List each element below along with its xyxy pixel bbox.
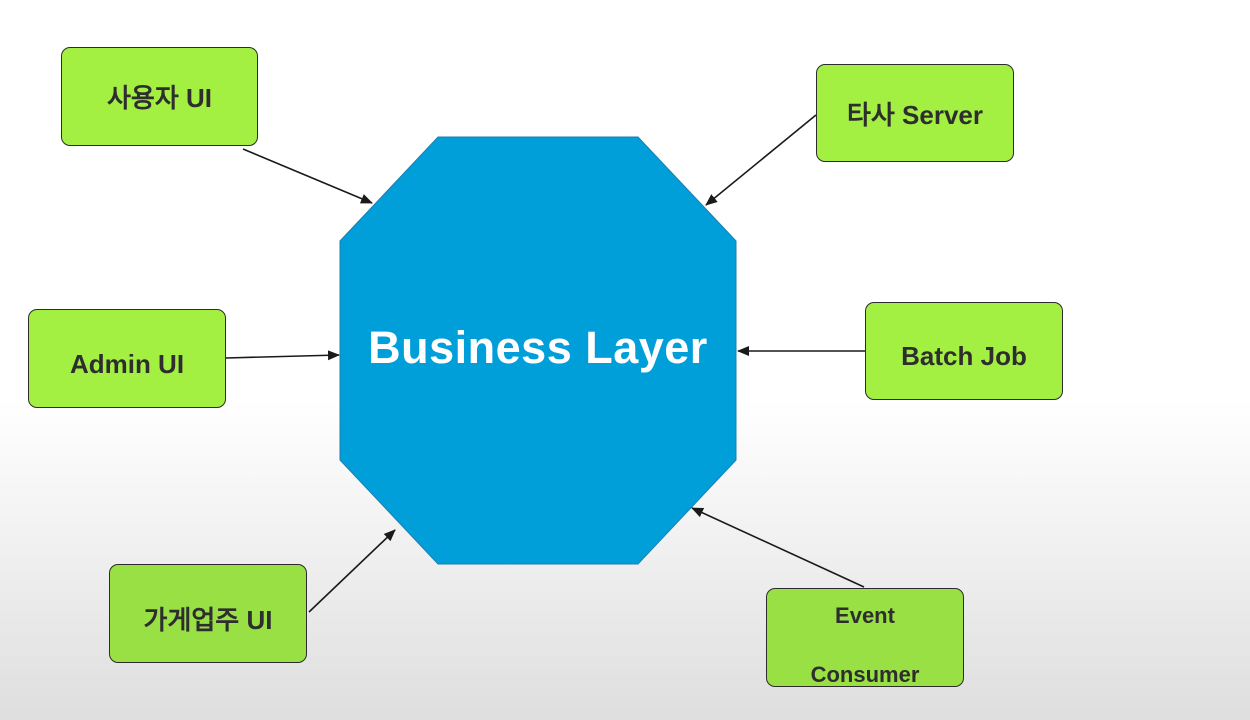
partner-server-label: 타사 Server bbox=[846, 99, 984, 130]
arrow-owner-ui-to-business-layer bbox=[308, 529, 396, 613]
partner-server-box: 타사 Server bbox=[816, 64, 1014, 162]
owner-ui-label: 가게업주 UI bbox=[143, 605, 273, 635]
batch-job-label: Batch Job bbox=[901, 340, 1027, 371]
admin-ui-box: Admin UI bbox=[28, 309, 226, 408]
admin-ui-label: Admin UI bbox=[69, 349, 185, 379]
user-ui-box: 사용자 UI bbox=[61, 47, 258, 146]
user-ui-label: 사용자 UI bbox=[107, 83, 212, 113]
event-consumer-box: Event Consumer bbox=[766, 588, 964, 687]
arrow-admin-ui-to-business-layer bbox=[225, 350, 340, 361]
event-consumer-label-line1: Event bbox=[835, 603, 895, 628]
owner-ui-box: 가게업주 UI bbox=[109, 564, 307, 663]
business-layer-label: Business Layer bbox=[368, 322, 708, 373]
arrow-event-consumer-to-business-layer bbox=[691, 507, 865, 588]
arrow-user-ui-to-business-layer bbox=[242, 148, 373, 204]
business-layer-octagon bbox=[339, 136, 737, 565]
event-consumer-label-line2: Consumer bbox=[810, 662, 920, 687]
arrow-partner-server-to-business-layer bbox=[705, 114, 817, 206]
batch-job-box: Batch Job bbox=[865, 302, 1063, 400]
